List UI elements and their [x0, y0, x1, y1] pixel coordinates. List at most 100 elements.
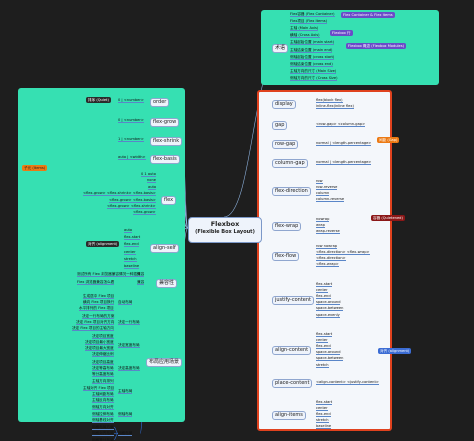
display-value: flex(block flex)	[316, 97, 343, 103]
justify-content-value: space-between	[316, 306, 344, 312]
gap-value: <row-gap> <column-gap>	[316, 122, 366, 127]
scenario-item: 网格等分布局	[92, 437, 114, 441]
flex-flow-node[interactable]: flex-flow	[272, 252, 300, 261]
scenario-item: 主轴间距布局	[92, 391, 114, 397]
align-content-value: center	[316, 337, 328, 343]
center-topic[interactable]: Flexbox (Flexible Box Layout)	[188, 217, 262, 243]
term-item: 主轴结束位置 (main end)	[290, 47, 333, 53]
flex-direction-value: row	[316, 178, 323, 184]
term-item: 主轴方向的尺寸 (Main Size)	[290, 68, 337, 74]
connector-line	[113, 433, 119, 440]
items-tag: 子元 (Items)	[22, 165, 48, 171]
term-item: 侧轴方向的尺寸 (Cross Size)	[290, 75, 338, 81]
scenario-item: 网格对齐布局	[92, 431, 114, 437]
flex-basis-node[interactable]: flex-basis	[150, 155, 180, 164]
scenario-item: 水平排列的 Flex 项目	[79, 306, 114, 312]
justify-content-value: flex-start	[316, 281, 333, 287]
flex-flow-value: <flex-direction> <flex-wrap>	[316, 249, 370, 255]
term-item: Flex项目 (Flex Items)	[290, 19, 328, 25]
align-items-value: center	[316, 405, 328, 411]
flex-grow-node[interactable]: flex-grow	[150, 118, 180, 127]
flex-value: <flex-grow>	[133, 210, 156, 216]
scenario-item: 决定项目最大宽度	[85, 346, 114, 351]
scenario-group-node: 侧轴布局	[118, 411, 133, 417]
scenario-item: 决定项目宽度	[92, 333, 114, 339]
gap-node[interactable]: gap	[272, 121, 288, 130]
scenario-item: 侧轴基线对齐	[92, 417, 114, 423]
place-content-node[interactable]: place-content	[272, 379, 313, 388]
flex-direction-value: column-reverse	[316, 197, 345, 203]
align-self-value: stretch	[124, 256, 137, 262]
container-quiet-tag: 容器 (Quietened)	[371, 215, 405, 221]
order-node[interactable]: order	[150, 98, 170, 107]
flex-direction-value: column	[316, 191, 330, 197]
flex-node[interactable]: flex	[161, 196, 177, 205]
flex-direction-value: row-reverse	[316, 184, 338, 190]
row-gap-node[interactable]: row-gap	[272, 140, 299, 149]
justify-content-value: center	[316, 287, 328, 293]
align-self-value: center	[124, 249, 136, 255]
flex-grow-value: 0 | <number>	[118, 118, 144, 123]
compat-sub-node: 兼容	[137, 272, 145, 277]
flex-basis-value: auto | <width>	[118, 155, 146, 160]
justify-content-node[interactable]: justify-content	[272, 296, 315, 305]
compat-node[interactable]: 兼容性	[156, 279, 178, 288]
align-content-value: stretch	[316, 362, 329, 368]
scenario-item: 生成居中 Flex 项目	[83, 294, 115, 299]
justify-content-value: flex-end	[316, 293, 331, 299]
scenario-item: 决定项目高度	[92, 359, 114, 365]
justify-content-value: space-around	[316, 300, 341, 306]
flex-direction-node[interactable]: flex-direction	[272, 187, 311, 196]
flex-wrap-node[interactable]: flex-wrap	[272, 222, 302, 231]
row-gap-value: normal | <length-percentage>	[316, 141, 372, 146]
terms-node[interactable]: 术语	[272, 44, 289, 53]
flex-flow-value: <flex-wrap>	[316, 262, 339, 268]
flex-wrap-value: wrap	[316, 223, 325, 228]
flex-value: auto	[148, 184, 157, 190]
scenario-item: 主轴反向布局	[92, 398, 114, 403]
align-items-node[interactable]: align-items	[272, 411, 306, 420]
scenario-item: 主轴方向排列	[92, 379, 114, 385]
flex-value: 0 1 auto	[141, 172, 156, 177]
term-item: 主轴起始位置 (main start)	[290, 40, 335, 46]
scenario-item: 主轴对齐 Flex 项目	[83, 385, 115, 391]
scenario-item: 决定一行布局的方案	[82, 313, 115, 319]
flex-shrink-value: 1 | <number>	[118, 137, 144, 142]
place-content-value: <align-content> <justify-content>	[316, 380, 379, 385]
term-item: 侧轴起始位置 (cross start)	[290, 54, 335, 60]
align-items-value: flex-start	[316, 399, 333, 405]
flex-flow-value: <flex-direction>	[316, 256, 346, 262]
display-node[interactable]: display	[272, 100, 296, 109]
modules-tag: Flexbox 概念 (Flexbox Modules)	[346, 43, 407, 49]
align-self-value: baseline	[124, 264, 140, 269]
scenario-item: 决定等高布局	[92, 365, 114, 371]
center-subtitle: (Flexible Box Layout)	[195, 229, 255, 235]
compat-text: 测试所有 Flex 浏览器兼容情况一种插件	[77, 272, 141, 277]
align-content-value: space-between	[316, 356, 344, 362]
scenarios-node[interactable]: 布局应用场景	[146, 358, 183, 367]
column-gap-node[interactable]: column-gap	[272, 159, 308, 168]
term-item: 横轴 (Cross Axis)	[290, 33, 320, 39]
align-self-tag: 对齐 (alignment)	[86, 241, 120, 247]
flex-shrink-node[interactable]: flex-shrink	[150, 137, 183, 146]
scenario-item: 决定伸缩比例	[92, 352, 114, 358]
flex-value: <flex-grow> <flex-basis>	[109, 197, 156, 203]
scenario-item: 侧轴方向对齐	[92, 405, 114, 411]
align-content-value: flex-start	[316, 331, 333, 337]
scenario-item: 决定 Flex 项目对齐方向	[76, 320, 115, 325]
align-items-value: flex-end	[316, 412, 331, 417]
gap-tag: 间距 (Gap)	[377, 137, 400, 143]
term-item: Flex容器 (Flex Container)	[290, 12, 335, 17]
alignment-tag: 对齐 (alignment)	[378, 348, 412, 354]
align-items-value: stretch	[316, 418, 329, 424]
align-self-node[interactable]: align-self	[150, 244, 179, 253]
scenario-item: 决定 Flex 项目的主轴方向	[72, 326, 114, 332]
flex-value: <flex-grow> <flex-shrink>	[107, 204, 156, 209]
align-self-value: flex-start	[124, 235, 141, 241]
align-content-node[interactable]: align-content	[272, 346, 312, 355]
scenario-group-node: 决定一行布局	[118, 320, 140, 325]
scenario-item: 网格布局方案	[92, 425, 114, 431]
scenario-group-node: 决定高度布局	[118, 365, 140, 371]
scenario-item: 等分高度布局	[92, 372, 114, 377]
